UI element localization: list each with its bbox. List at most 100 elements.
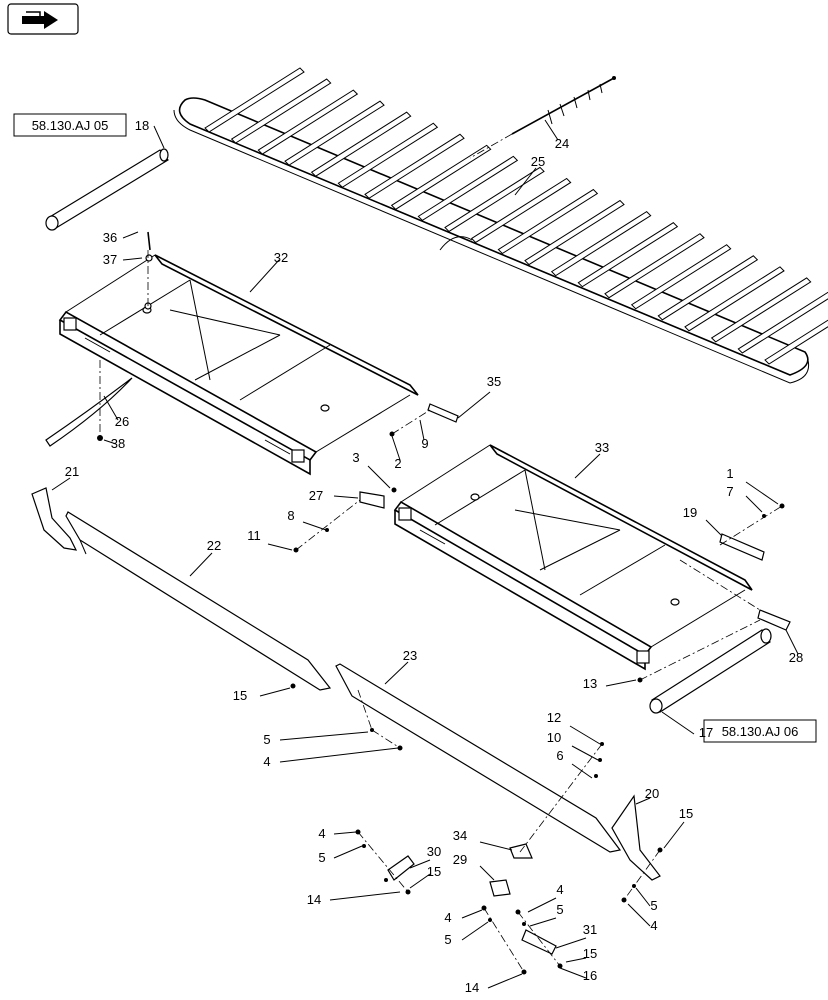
callout-number[interactable]: 13: [583, 676, 597, 691]
callout-number[interactable]: 21: [65, 464, 79, 479]
callout-number[interactable]: 28: [789, 650, 803, 665]
belt-slat: [497, 188, 599, 255]
leader-line: [279, 747, 399, 763]
callout-number[interactable]: 27: [309, 488, 323, 503]
callout-number[interactable]: 5: [650, 898, 657, 913]
frame-part-33: [393, 444, 753, 671]
callout-number[interactable]: 17: [699, 725, 713, 740]
leader-line: [333, 845, 363, 859]
callout-number[interactable]: 14: [307, 892, 321, 907]
leader-line: [635, 887, 651, 907]
belt-slat: [204, 67, 305, 133]
callout-number[interactable]: 4: [556, 882, 563, 897]
reference-box-aj05[interactable]: 58.130.AJ 05: [13, 113, 127, 137]
belt-slat: [364, 133, 465, 199]
leader-line: [745, 495, 763, 513]
leader-line: [705, 519, 723, 537]
callout-number[interactable]: 12: [547, 710, 561, 725]
callout-number[interactable]: 9: [421, 436, 428, 451]
belt-mat-part-25: [173, 67, 828, 384]
callout-number[interactable]: 5: [556, 902, 563, 917]
leader-line: [487, 973, 523, 989]
assembly-lines: [99, 250, 783, 973]
leader-line: [267, 543, 293, 551]
callout-number[interactable]: 30: [427, 844, 441, 859]
leader-line: [302, 521, 327, 531]
callout-number[interactable]: 35: [487, 374, 501, 389]
leader-line: [122, 257, 143, 261]
callout-number[interactable]: 5: [444, 932, 451, 947]
callout-number[interactable]: 5: [263, 732, 270, 747]
callout-number[interactable]: 4: [650, 918, 657, 933]
callout-number[interactable]: 4: [444, 910, 451, 925]
leader-line: [565, 957, 587, 963]
belt-slat: [550, 210, 652, 277]
leader-line: [103, 395, 119, 421]
callout-number[interactable]: 18: [135, 118, 149, 133]
callout-number[interactable]: 11: [247, 528, 261, 543]
reference-box-aj06[interactable]: 58.130.AJ 06: [703, 719, 817, 743]
callout-number[interactable]: 15: [583, 946, 597, 961]
belt-slat: [764, 319, 828, 365]
side-panel-part-22: [65, 511, 332, 691]
callout-number[interactable]: 23: [403, 648, 417, 663]
callout-number[interactable]: 16: [583, 968, 597, 983]
leader-line: [627, 903, 651, 927]
belt-slat: [230, 78, 332, 144]
callout-number[interactable]: 20: [645, 786, 659, 801]
callout-number[interactable]: 26: [115, 414, 129, 429]
callout-number[interactable]: 1: [726, 466, 733, 481]
leader-line: [333, 831, 357, 835]
callout-number[interactable]: 36: [103, 230, 117, 245]
leader-line: [384, 661, 409, 685]
callout-number[interactable]: 15: [427, 864, 441, 879]
callout-number[interactable]: 33: [595, 440, 609, 455]
roller-part-18: [45, 148, 169, 231]
arrow-right-icon[interactable]: [7, 3, 79, 35]
callout-number[interactable]: 7: [726, 484, 733, 499]
callout-number[interactable]: 34: [453, 828, 467, 843]
leader-line: [544, 119, 559, 141]
belt-slat: [684, 266, 785, 332]
leader-line: [409, 859, 431, 869]
belt-slat: [284, 100, 385, 166]
callout-number[interactable]: 14: [465, 980, 479, 995]
leader-line: [333, 495, 359, 499]
leader-line: [409, 873, 431, 889]
callout-number[interactable]: 4: [263, 754, 270, 769]
callout-number[interactable]: 24: [555, 136, 569, 151]
callout-number[interactable]: 22: [207, 538, 221, 553]
leader-line: [367, 465, 391, 489]
leader-line: [391, 435, 401, 461]
callout-number[interactable]: 37: [103, 252, 117, 267]
leader-line: [514, 167, 537, 196]
callout-number[interactable]: 19: [683, 505, 697, 520]
callout-number[interactable]: 15: [233, 688, 247, 703]
callout-number[interactable]: 32: [274, 250, 288, 265]
leader-line: [559, 967, 587, 979]
callout-number[interactable]: 3: [352, 450, 359, 465]
belt-slat: [630, 244, 732, 310]
leader-line: [571, 763, 593, 779]
callout-number[interactable]: 5: [318, 850, 325, 865]
callout-number[interactable]: 25: [531, 154, 545, 169]
leader-line: [605, 679, 637, 687]
callout-number[interactable]: 8: [287, 508, 294, 523]
callout-number[interactable]: 2: [394, 456, 401, 471]
callout-number[interactable]: 38: [111, 436, 125, 451]
leader-line: [745, 481, 779, 505]
callout-number[interactable]: 4: [318, 826, 325, 841]
leader-line: [461, 909, 483, 919]
callout-number[interactable]: 10: [547, 730, 561, 745]
callout-number[interactable]: 15: [679, 806, 693, 821]
callout-number[interactable]: 31: [583, 922, 597, 937]
leader-line: [479, 865, 495, 881]
belt-slat: [337, 122, 439, 188]
leader-line: [279, 731, 369, 741]
rod-part-24: [469, 76, 616, 159]
callout-number[interactable]: 29: [453, 852, 467, 867]
belt-slat: [390, 144, 492, 210]
belt-slat: [310, 111, 412, 177]
callout-number[interactable]: 6: [556, 748, 563, 763]
